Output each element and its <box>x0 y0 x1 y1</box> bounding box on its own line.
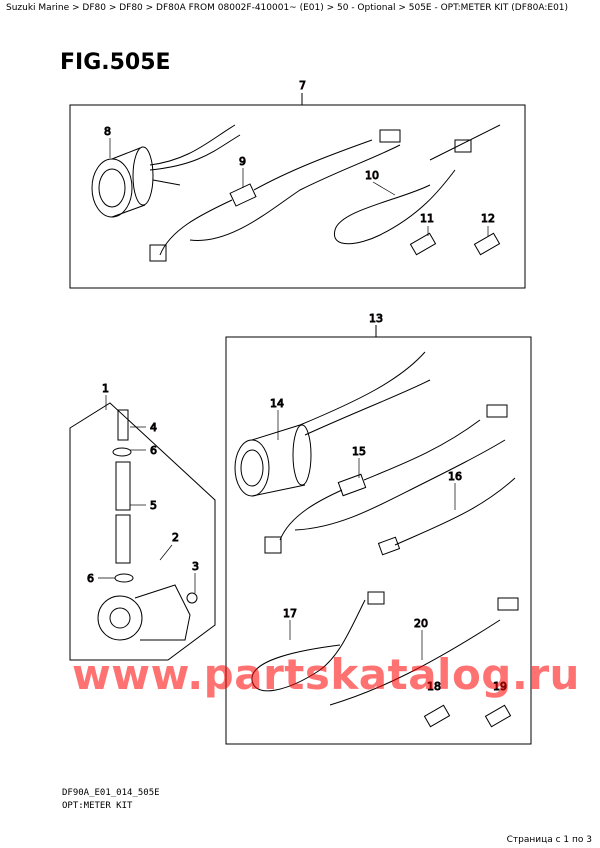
hose-fitting-4 <box>117 409 129 441</box>
callout-9: 9 <box>239 155 246 168</box>
callout-17: 17 <box>283 607 297 620</box>
callout-19: 19 <box>493 680 507 693</box>
footer-caption: OPT:METER KIT <box>62 801 133 811</box>
tube-5 <box>115 461 131 511</box>
callout-6-lower: 6 <box>87 572 94 585</box>
connector-11 <box>409 232 437 256</box>
tube-lower <box>115 514 131 564</box>
callout-1: 1 <box>102 382 109 395</box>
clip-6-lower <box>114 573 134 583</box>
kit-box-7 <box>69 104 526 289</box>
breadcrumb: Suzuki Marine > DF80 > DF80 > DF80A FROM… <box>6 3 569 13</box>
harness-9 <box>149 129 401 262</box>
callout-15: 15 <box>352 445 366 458</box>
cable-17 <box>251 591 385 692</box>
cable-20 <box>329 597 519 706</box>
clip-6-upper <box>112 447 132 457</box>
callout-7: 7 <box>299 79 306 92</box>
cable-10 <box>334 124 501 245</box>
connector-12 <box>473 232 501 256</box>
callout-20: 20 <box>414 617 428 630</box>
callout-2: 2 <box>172 531 179 544</box>
callout-14: 14 <box>270 397 284 410</box>
callout-18: 18 <box>427 680 441 693</box>
callout-8: 8 <box>104 125 111 138</box>
callout-12: 12 <box>481 212 495 225</box>
connector-18 <box>423 704 451 728</box>
figure-title: FIG.505E <box>60 50 171 75</box>
group-outline-1 <box>69 402 216 661</box>
callout-13: 13 <box>369 312 383 325</box>
callout-16: 16 <box>448 470 462 483</box>
footer-code: DF90A_E01_014_505E <box>62 788 160 798</box>
callout-4: 4 <box>150 421 157 434</box>
page-count: Страница с 1 по 3 <box>506 835 592 845</box>
watermark: www.partskatalog.ru <box>72 650 580 699</box>
callout-10: 10 <box>365 169 379 182</box>
harness-15 <box>264 404 508 554</box>
gauge-14 <box>234 351 431 497</box>
gauge-8 <box>91 124 241 218</box>
pitot-housing-2 <box>97 584 191 641</box>
screw-3 <box>186 592 198 604</box>
callout-3: 3 <box>192 560 199 573</box>
connector-19 <box>484 704 512 728</box>
cable-16 <box>377 477 516 556</box>
callout-5: 5 <box>150 499 157 512</box>
kit-box-13 <box>225 336 532 745</box>
callout-11: 11 <box>420 212 434 225</box>
callout-6-upper: 6 <box>150 444 157 457</box>
